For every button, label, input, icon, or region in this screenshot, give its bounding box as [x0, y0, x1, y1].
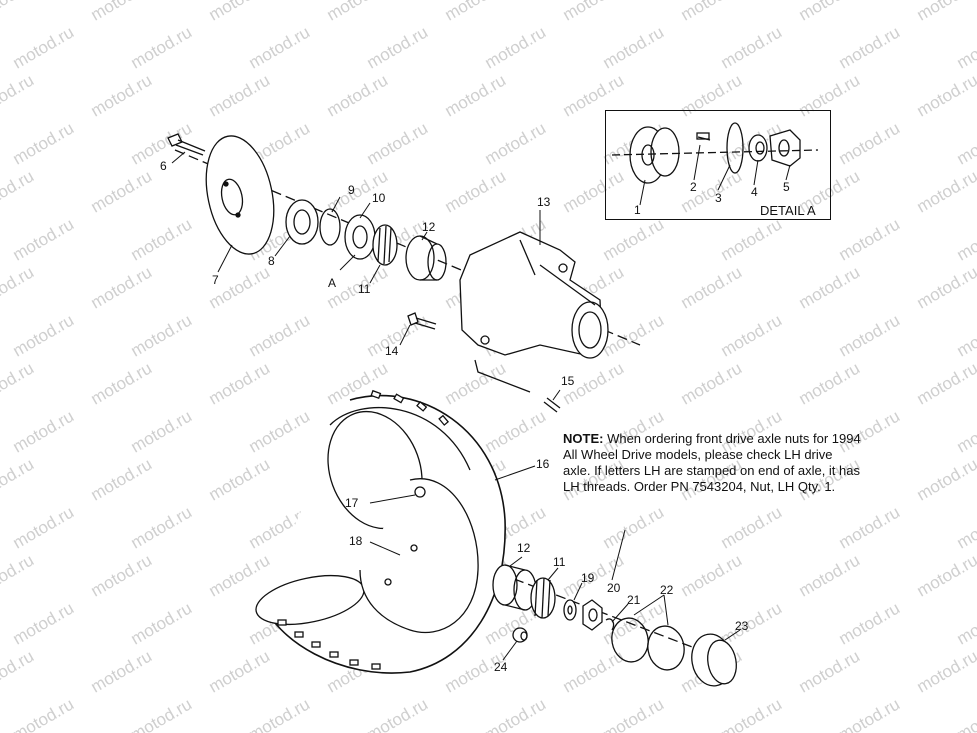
callout-13: 13: [537, 195, 551, 209]
bearing-part-11-lower: [530, 577, 556, 619]
callout-24: 24: [494, 660, 508, 674]
callout-20: 20: [607, 581, 621, 595]
brake-disc-part-7: [205, 135, 275, 255]
bearing-part-11-upper: [372, 224, 398, 266]
detail-a-drawing: [611, 122, 819, 184]
callout-2: 2: [690, 180, 697, 194]
callout-7: 7: [212, 273, 219, 287]
note-body: When ordering front drive axle nuts for …: [563, 431, 861, 494]
leader-lines: [171, 144, 791, 661]
callout-19: 19: [581, 571, 595, 585]
detail-a-box: [605, 110, 831, 220]
callout-9: 9: [348, 183, 355, 197]
washer-part-19: [563, 599, 577, 621]
callout-3: 3: [715, 191, 722, 205]
callout-4: 4: [751, 185, 758, 199]
hub-cap-part-23: [691, 633, 737, 687]
callout-23: 23: [735, 619, 749, 633]
stud-part-15: [543, 397, 561, 413]
callout-21: 21: [627, 593, 641, 607]
note-heading: NOTE:: [563, 431, 604, 446]
ring-part-9: [319, 208, 341, 246]
callout-15: 15: [561, 374, 575, 388]
callout-1: 1: [634, 203, 641, 217]
callout-12-upper: 12: [422, 220, 436, 234]
wheel-rim-part-18: [359, 478, 479, 634]
callout-14: 14: [385, 344, 399, 358]
o-ring-part-22a: [611, 617, 649, 663]
o-ring-part-22b: [647, 625, 685, 671]
callout-11-upper: 11: [358, 282, 371, 296]
bearing-race-part-12-lower: [492, 564, 537, 611]
callout-17: 17: [345, 496, 359, 510]
bolt-part-14: [407, 312, 437, 330]
callout-16: 16: [536, 457, 550, 471]
callout-22: 22: [660, 583, 674, 597]
callout-12-lower: 12: [517, 541, 531, 555]
drive-hub-part-10: [344, 214, 376, 260]
callout-18: 18: [349, 534, 363, 548]
callout-labels: 6 7 8 9 10 A 11 12 13 14 15 16 17 18 12 …: [160, 159, 790, 674]
detail-a-label: DETAIL A: [760, 203, 816, 218]
bolt-part-6: [167, 133, 206, 156]
callout-5: 5: [783, 180, 790, 194]
bearing-race-part-12-upper: [405, 235, 447, 281]
callout-6: 6: [160, 159, 167, 173]
ordering-note: NOTE: When ordering front drive axle nut…: [563, 431, 863, 495]
callout-11-lower: 11: [553, 555, 566, 569]
callout-10: 10: [372, 191, 386, 205]
callout-8: 8: [268, 254, 275, 268]
wheel-hub-part-13: [459, 231, 609, 393]
seal-part-8: [285, 199, 319, 245]
nut-part-24: [512, 627, 528, 643]
callout-A: A: [328, 276, 336, 290]
cotter-pin-part-21: [605, 618, 615, 631]
nut-part-20: [582, 599, 603, 631]
